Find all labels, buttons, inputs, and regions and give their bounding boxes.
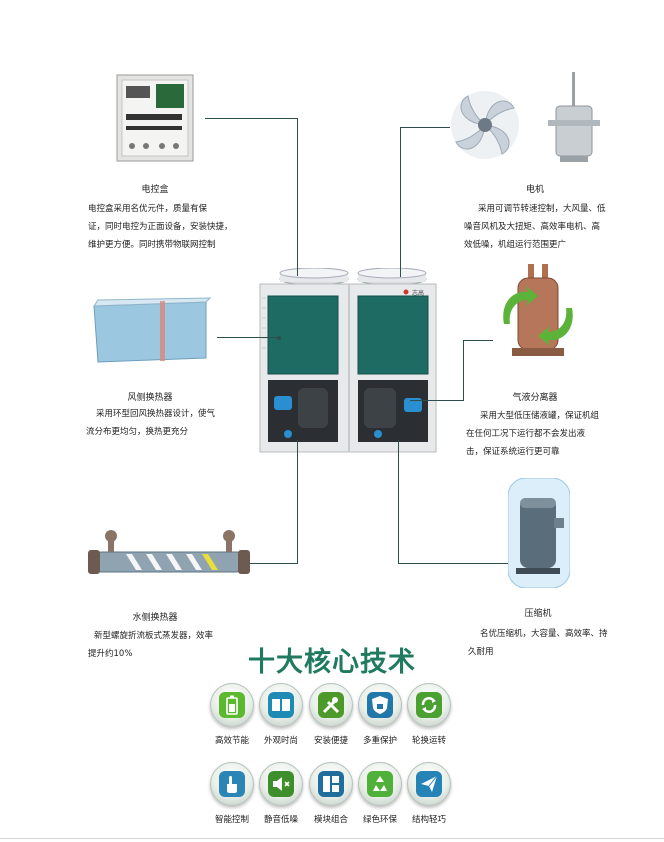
feature-item: 静音低噪 [251, 762, 311, 825]
connector-line [205, 118, 298, 119]
compressor-title: 压缩机 [524, 609, 552, 619]
compressor-image [507, 477, 571, 589]
desc-line: 新型螺旋折流板式蒸发器，效率 [94, 631, 214, 641]
feature-badge [407, 683, 451, 727]
connector-line [246, 563, 298, 564]
feature-label: 结构轻巧 [411, 815, 446, 825]
water-exchanger-title: 水侧换热器 [132, 613, 178, 623]
separator-image [494, 264, 584, 362]
brand-logo-text: 志高 [412, 289, 424, 297]
fan-blade-image [448, 88, 522, 162]
feature-item: 模块组合 [301, 762, 361, 825]
desc-line: 久耐用 [468, 647, 494, 657]
paper-plane-icon [416, 771, 442, 797]
motor-description: 采用可调节转速控制，大风量、低 噪音风机及大扭矩、高效率电机、高 效低噪，机组运… [464, 200, 606, 254]
connector-line [398, 440, 399, 564]
control-box-title: 电控盒 [141, 185, 169, 195]
feature-badge [210, 762, 254, 806]
feature-item: 外观时尚 [251, 683, 311, 746]
connector-line [400, 127, 450, 128]
feature-badge [259, 762, 303, 806]
desc-line: 流分布更均匀，换热更充分 [86, 427, 189, 437]
desc-line: 名优压缩机，大容量、高效率、持 [480, 629, 608, 639]
mute-icon [268, 771, 294, 797]
air-exchanger-description: 采用环型回风换热器设计，使气 流分布更均匀，换热更充分 [86, 405, 215, 441]
feature-badge [407, 762, 451, 806]
desc-line: 提升约10% [88, 649, 133, 659]
connector-line [297, 118, 298, 276]
desc-line: 维护更方便。同时携带物联网控制 [88, 240, 216, 250]
desc-line: 在任何工况下运行都不会发出液 [466, 429, 586, 439]
water-exchanger-description: 新型螺旋折流板式蒸发器，效率 提升约10% [88, 627, 213, 663]
feature-badge [210, 683, 254, 727]
cycle-icon [416, 692, 442, 718]
module-icon [318, 771, 344, 797]
feature-badge [259, 683, 303, 727]
desc-line: 效低噪，机组运行范围更广 [464, 240, 567, 250]
feature-label: 安装便捷 [313, 736, 348, 746]
touch-icon [219, 771, 245, 797]
connector-line [410, 400, 464, 401]
panels-icon [268, 692, 294, 718]
heat-pump-unit: 志高 [258, 267, 438, 453]
feature-item: 高效节能 [202, 683, 262, 746]
battery-icon [219, 692, 245, 718]
feature-badge [358, 683, 402, 727]
motor-image [546, 72, 602, 164]
connector-line [297, 440, 298, 564]
control-box-description: 电控盒采用名优元件，质量有保 证，同时电控为正面设备，安装快捷， 维护更方便。同… [88, 200, 233, 254]
desc-line: 采用大型低压储液罐，保证机组 [480, 411, 600, 421]
feature-label: 外观时尚 [263, 736, 298, 746]
desc-line: 证，同时电控为正面设备，安装快捷， [88, 222, 233, 232]
compressor-description: 名优压缩机，大容量、高效率、持 久耐用 [468, 625, 608, 661]
connector-line [400, 127, 401, 277]
feature-label: 轮换运转 [411, 736, 446, 746]
heat-pump-unit-illustration: 志高 [259, 267, 437, 453]
connector-line [277, 336, 281, 340]
feature-label: 多重保护 [362, 736, 397, 746]
feature-badge [309, 762, 353, 806]
desc-line: 击，保证系统运行更可靠 [466, 447, 560, 457]
recycle-icon [367, 771, 393, 797]
control-box-image [116, 74, 194, 164]
section-title: 十大核心技术 [248, 647, 416, 678]
bottom-divider [0, 838, 664, 839]
feature-item: 多重保护 [350, 683, 410, 746]
feature-badge [358, 762, 402, 806]
feature-badge [309, 683, 353, 727]
lock-icon [367, 692, 393, 718]
desc-line: 噪音风机及大扭矩、高效率电机、高 [464, 222, 601, 232]
feature-item: 智能控制 [202, 762, 262, 825]
motor-title: 电机 [525, 185, 544, 195]
air-exchanger-image [90, 296, 214, 366]
feature-item: 安装便捷 [301, 683, 361, 746]
feature-item: 轮换运转 [399, 683, 459, 746]
feature-item: 绿色环保 [350, 762, 410, 825]
feature-label: 高效节能 [214, 736, 249, 746]
feature-label: 模块组合 [313, 815, 348, 825]
separator-description: 采用大型低压储液罐，保证机组 在任何工况下运行都不会发出液 击，保证系统运行更可… [466, 407, 599, 461]
connector-line [463, 340, 493, 341]
feature-label: 静音低噪 [263, 815, 298, 825]
feature-item: 结构轻巧 [399, 762, 459, 825]
desc-line: 采用可调节转速控制，大风量、低 [478, 204, 606, 214]
connector-line [217, 337, 277, 338]
connector-line [463, 340, 464, 400]
desc-line: 电控盒采用名优元件，质量有保 [88, 204, 208, 214]
tools-icon [318, 692, 344, 718]
desc-line: 采用环型回风换热器设计，使气 [96, 409, 216, 419]
water-exchanger-image [86, 528, 252, 580]
separator-title: 气液分离器 [512, 393, 558, 403]
air-exchanger-title: 风侧换热器 [127, 393, 173, 403]
feature-label: 绿色环保 [362, 815, 397, 825]
feature-label: 智能控制 [214, 815, 249, 825]
connector-line [398, 563, 508, 564]
